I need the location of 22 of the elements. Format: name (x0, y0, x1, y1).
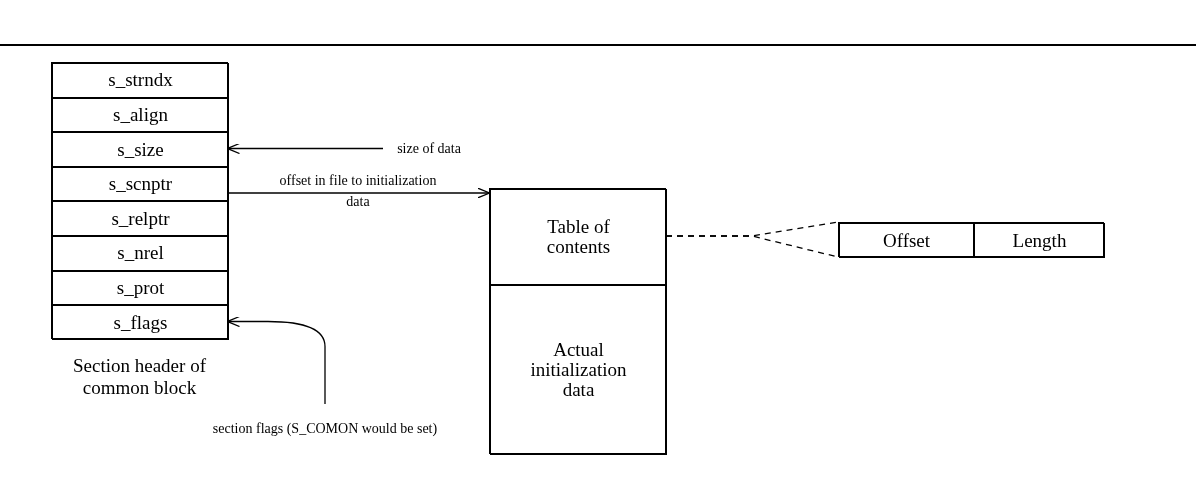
field-cell: s_scnptr (52, 166, 229, 202)
record-box (51, 62, 228, 339)
edge-label: offset in file to initialization data (278, 172, 438, 211)
arrow (227, 187, 491, 199)
field-cell: s_size (52, 132, 229, 167)
record-box (838, 222, 1104, 257)
arrow (226, 142, 384, 155)
field-cell: Length (974, 223, 1105, 258)
field-cell: s_prot (52, 270, 229, 306)
annotation-text: section flags (S_COMON would be set) (200, 406, 450, 452)
record-box (489, 188, 666, 454)
caption: Section header of common block (72, 355, 207, 399)
field-cell: s_align (52, 97, 229, 133)
field-cell: s_strndx (52, 63, 229, 98)
field-cell: Offset (839, 223, 974, 258)
field-cell: s_flags (52, 305, 229, 340)
field-cell: s_relptr (52, 201, 229, 236)
field-cell: Table of contents (490, 189, 667, 285)
arrow (226, 315, 326, 405)
field-cell: Actual initialization data (490, 285, 667, 455)
annotation-text: size of data (383, 139, 475, 159)
field-cell: s_nrel (52, 236, 229, 271)
